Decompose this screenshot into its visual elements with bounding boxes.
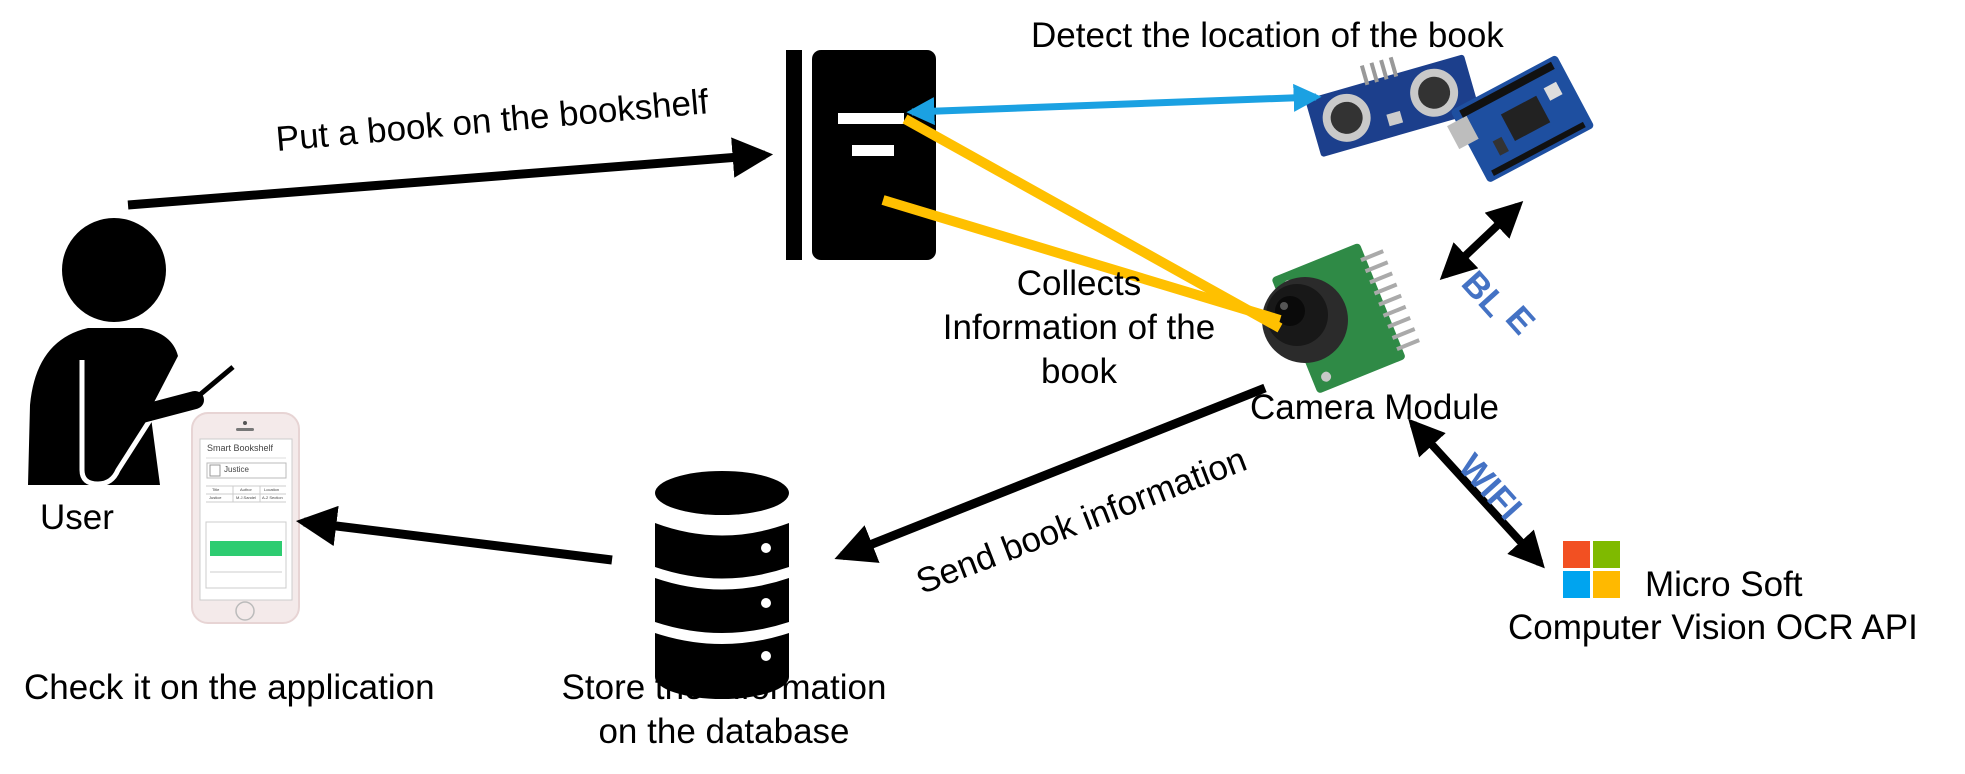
phone-col-title: Title: [212, 487, 220, 492]
phone-row-location: A-2 Section: [262, 495, 283, 500]
phone-col-location: Location: [264, 487, 280, 492]
send-info-arrow: [834, 383, 1267, 563]
detect-arrow: [906, 83, 1322, 126]
camera-module-icon: [1262, 243, 1420, 393]
collects-line-3: book: [1041, 352, 1117, 391]
book-icon: [786, 50, 936, 260]
store-info-label: Store the information on the database: [520, 666, 928, 754]
collects-line-1: Collects: [1016, 264, 1142, 303]
wifi-arrow: [1408, 418, 1545, 569]
ble-arrow: [1439, 201, 1524, 280]
microsoft-label-line-2: Computer Vision OCR API: [1508, 608, 1918, 647]
db-to-app-arrow: [295, 505, 613, 565]
database-icon: [655, 471, 789, 699]
phone-icon: [191, 412, 300, 624]
phone-app-title: Smart Bookshelf: [207, 443, 274, 453]
microsoft-logo-icon: [1563, 541, 1620, 598]
phone-row-title: Justice: [209, 495, 222, 500]
user-label: User: [40, 498, 114, 537]
store-info-line-1: Store the information: [561, 668, 887, 707]
phone-row-author: M.J.Sandel: [236, 495, 257, 500]
user-icon: [28, 218, 235, 487]
sensor-board-icon: [1305, 54, 1594, 182]
collects-label: Collects Information of the book: [914, 262, 1244, 394]
collect-lines: [881, 114, 1283, 333]
microsoft-label-line-1: Micro Soft: [1645, 565, 1803, 604]
collects-line-2: Information of the: [942, 308, 1216, 347]
check-app-label: Check it on the application: [24, 668, 435, 707]
detect-location-label: Detect the location of the book: [1031, 16, 1504, 55]
phone-search-input: Justice: [224, 465, 249, 474]
phone-col-author: Author: [240, 487, 252, 492]
camera-module-label: Camera Module: [1250, 388, 1499, 427]
store-info-line-2: on the database: [598, 712, 850, 751]
put-book-arrow: [127, 137, 774, 210]
